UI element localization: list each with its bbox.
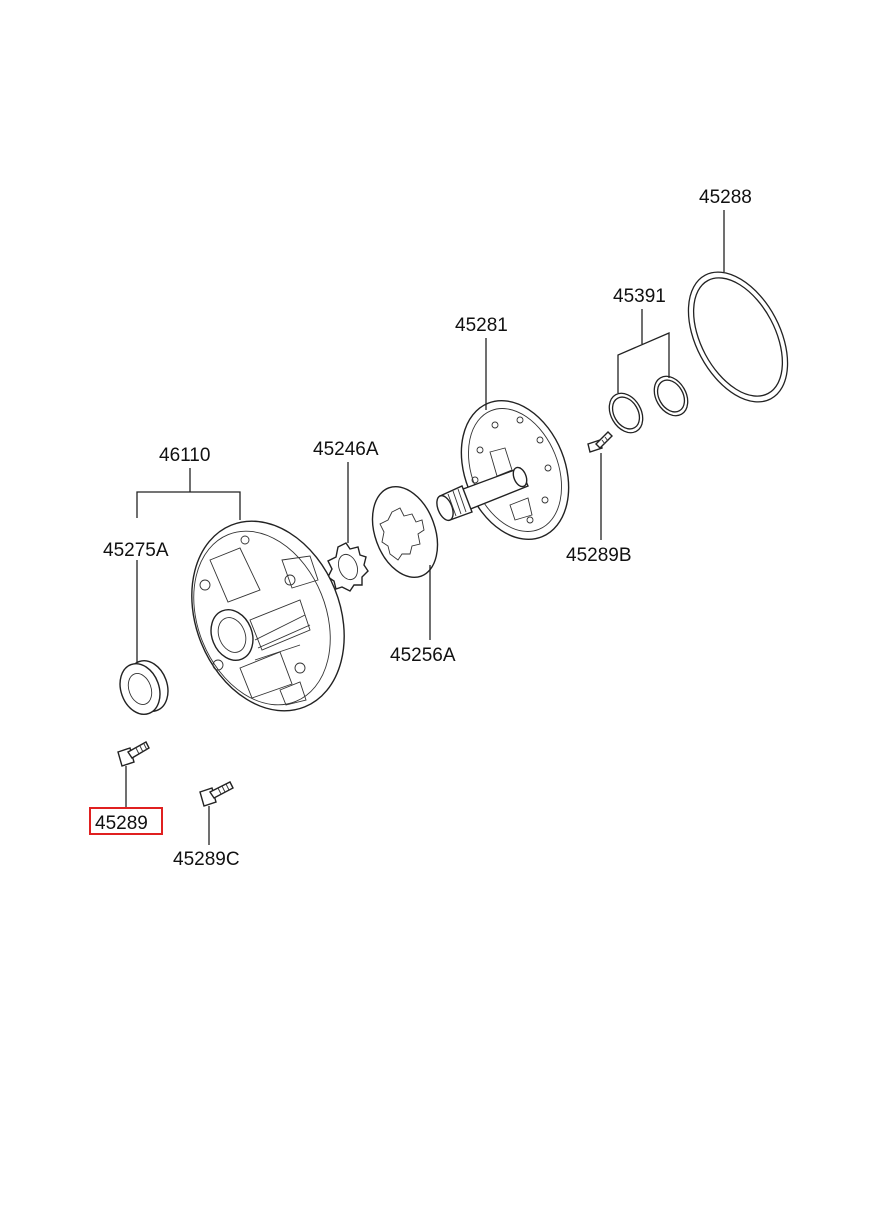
label-45275A[interactable]: 45275A: [103, 540, 169, 561]
part-45256A-outer-gear[interactable]: [361, 478, 450, 587]
part-45288-oring[interactable]: [668, 255, 808, 418]
part-46110-pump-housing[interactable]: [165, 498, 372, 734]
label-45289B[interactable]: 45289B: [566, 545, 632, 566]
part-45391-orings[interactable]: [603, 370, 695, 438]
label-45391[interactable]: 45391: [613, 286, 666, 307]
part-45246A-inner-gear[interactable]: [327, 542, 369, 592]
label-45256A[interactable]: 45256A: [390, 645, 456, 666]
label-45246A[interactable]: 45246A: [313, 439, 379, 460]
part-45289B-bolt[interactable]: [587, 431, 613, 453]
part-45289-bolt[interactable]: [117, 741, 150, 767]
label-45281[interactable]: 45281: [455, 315, 508, 336]
label-45288[interactable]: 45288: [699, 187, 752, 208]
label-46110[interactable]: 46110: [159, 445, 210, 466]
part-45281-shaft-support[interactable]: [434, 385, 589, 556]
part-45275A-oil-seal[interactable]: [113, 655, 174, 720]
label-45289[interactable]: 45289: [95, 813, 148, 834]
label-45289C[interactable]: 45289C: [173, 849, 240, 870]
highlight-box-45289: [89, 807, 163, 835]
part-45289C-bolt[interactable]: [199, 781, 234, 807]
leader-46110: [136, 491, 241, 520]
leader-45391: [617, 332, 670, 393]
